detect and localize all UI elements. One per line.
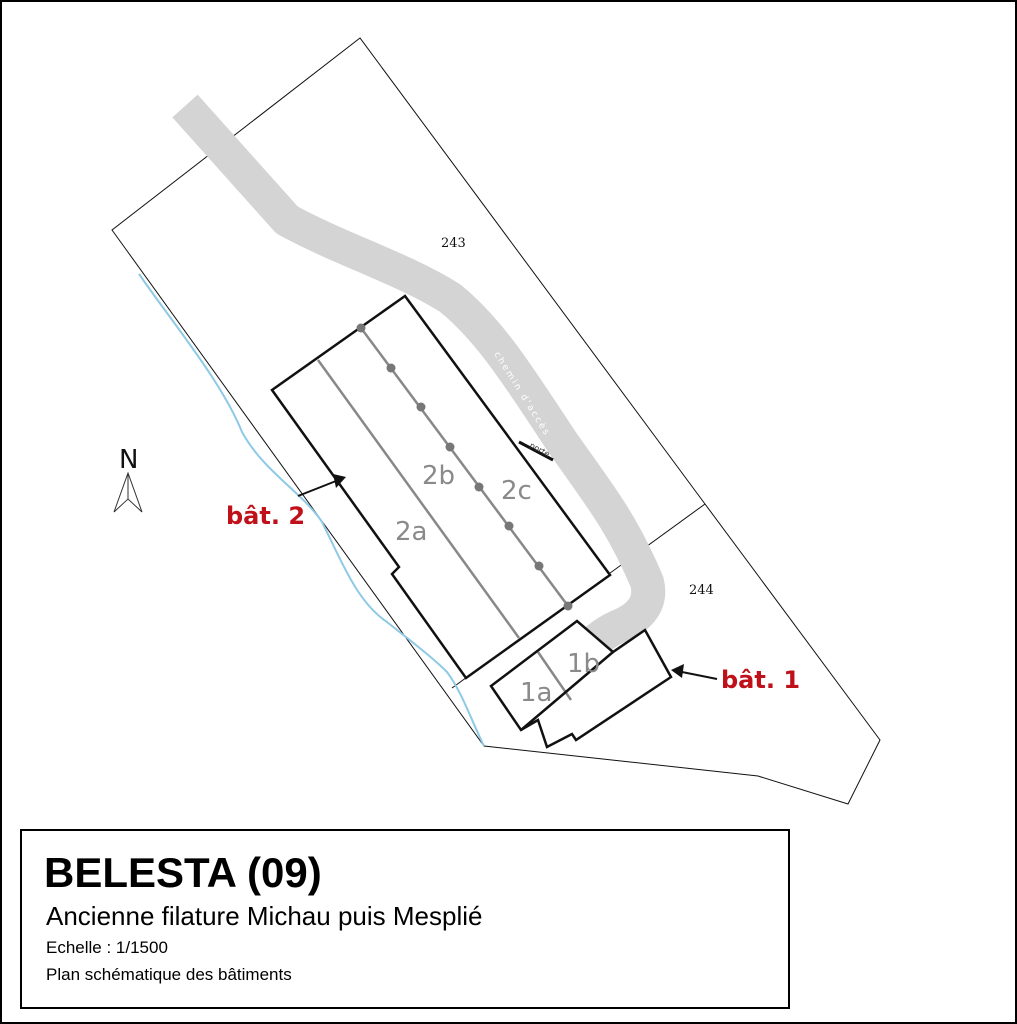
building-2-columns (356, 323, 573, 611)
legend-title: BELESTA (09) (44, 849, 322, 896)
column-dot (534, 561, 544, 571)
room-label-2a: 2a (395, 517, 427, 547)
north-label: N (119, 445, 138, 475)
building-2-partition (316, 359, 521, 639)
column-dot (356, 323, 366, 333)
building-2-column-line (359, 327, 570, 607)
stream (138, 273, 485, 747)
room-label-1a: 1a (520, 678, 552, 708)
legend-description: Plan schématique des bâtiments (46, 965, 292, 984)
building-1-arrowhead (671, 664, 684, 678)
parcel-number-243: 243 (441, 236, 466, 251)
column-dot (504, 521, 514, 531)
room-label-1b: 1b (567, 649, 600, 679)
door-marker (518, 440, 554, 462)
access-road (172, 94, 666, 662)
building-1-partition-b (520, 651, 614, 731)
building-1-arrow-line (681, 671, 718, 680)
building-2-arrowhead (333, 474, 346, 488)
building-2-label: bât. 2 (226, 502, 305, 530)
building-1-label: bât. 1 (721, 666, 800, 694)
parcel-outline (111, 37, 881, 805)
room-label-2b: 2b (422, 461, 455, 491)
legend-scale: Echelle : 1/1500 (46, 938, 168, 957)
column-dot (563, 601, 573, 611)
legend-box: BELESTA (09) Ancienne filature Michau pu… (20, 829, 790, 1009)
column-dot (416, 402, 426, 412)
column-dot (386, 363, 396, 373)
building-2-arrow-line (297, 480, 337, 497)
building-1-outline (489, 619, 673, 749)
column-dot (474, 482, 484, 492)
legend-subtitle: Ancienne filature Michau puis Mesplié (46, 901, 483, 931)
column-dot (445, 442, 455, 452)
building-2-outline (270, 294, 612, 680)
room-label-2c: 2c (501, 476, 532, 506)
parcel-number-244: 244 (689, 583, 714, 598)
